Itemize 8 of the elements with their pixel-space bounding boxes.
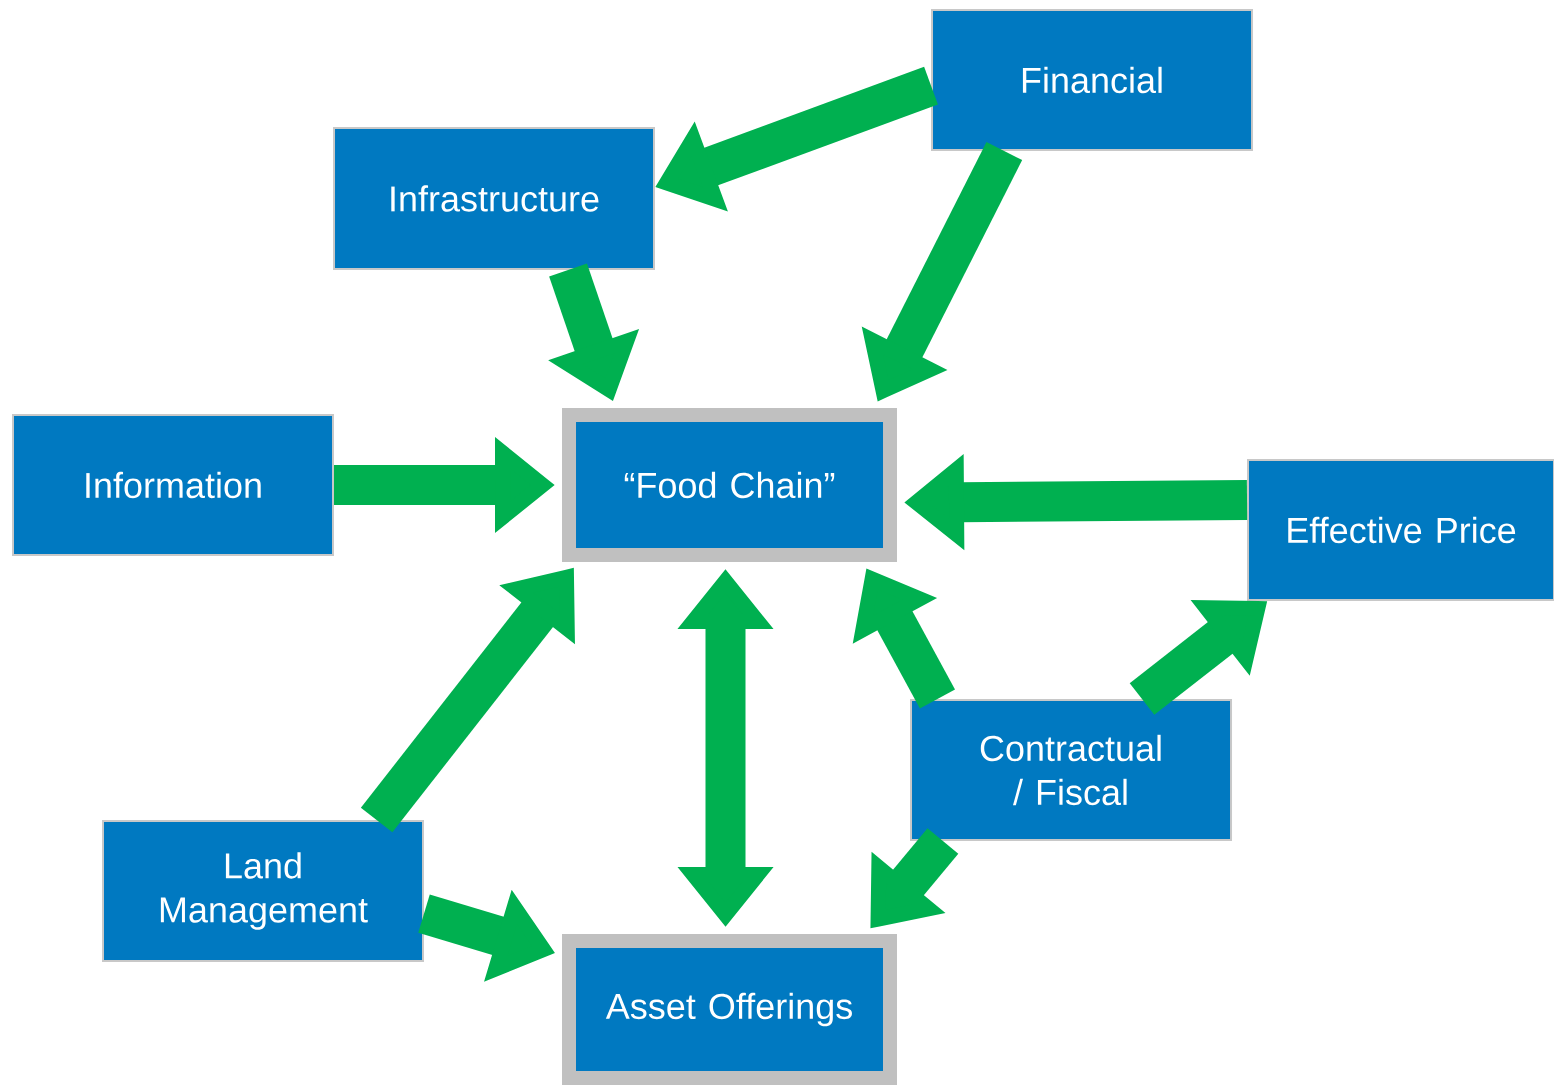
process-box: Infrastructure xyxy=(333,127,655,270)
process-box: Financial xyxy=(931,9,1253,151)
process-box: Land Management xyxy=(102,820,424,962)
process-box: “Food Chain” xyxy=(562,408,897,562)
process-box: Effective Price xyxy=(1247,459,1554,601)
process-box: Contractual / Fiscal xyxy=(910,699,1232,841)
process-box: Asset Offerings xyxy=(562,934,897,1085)
process-box: Information xyxy=(12,414,334,556)
